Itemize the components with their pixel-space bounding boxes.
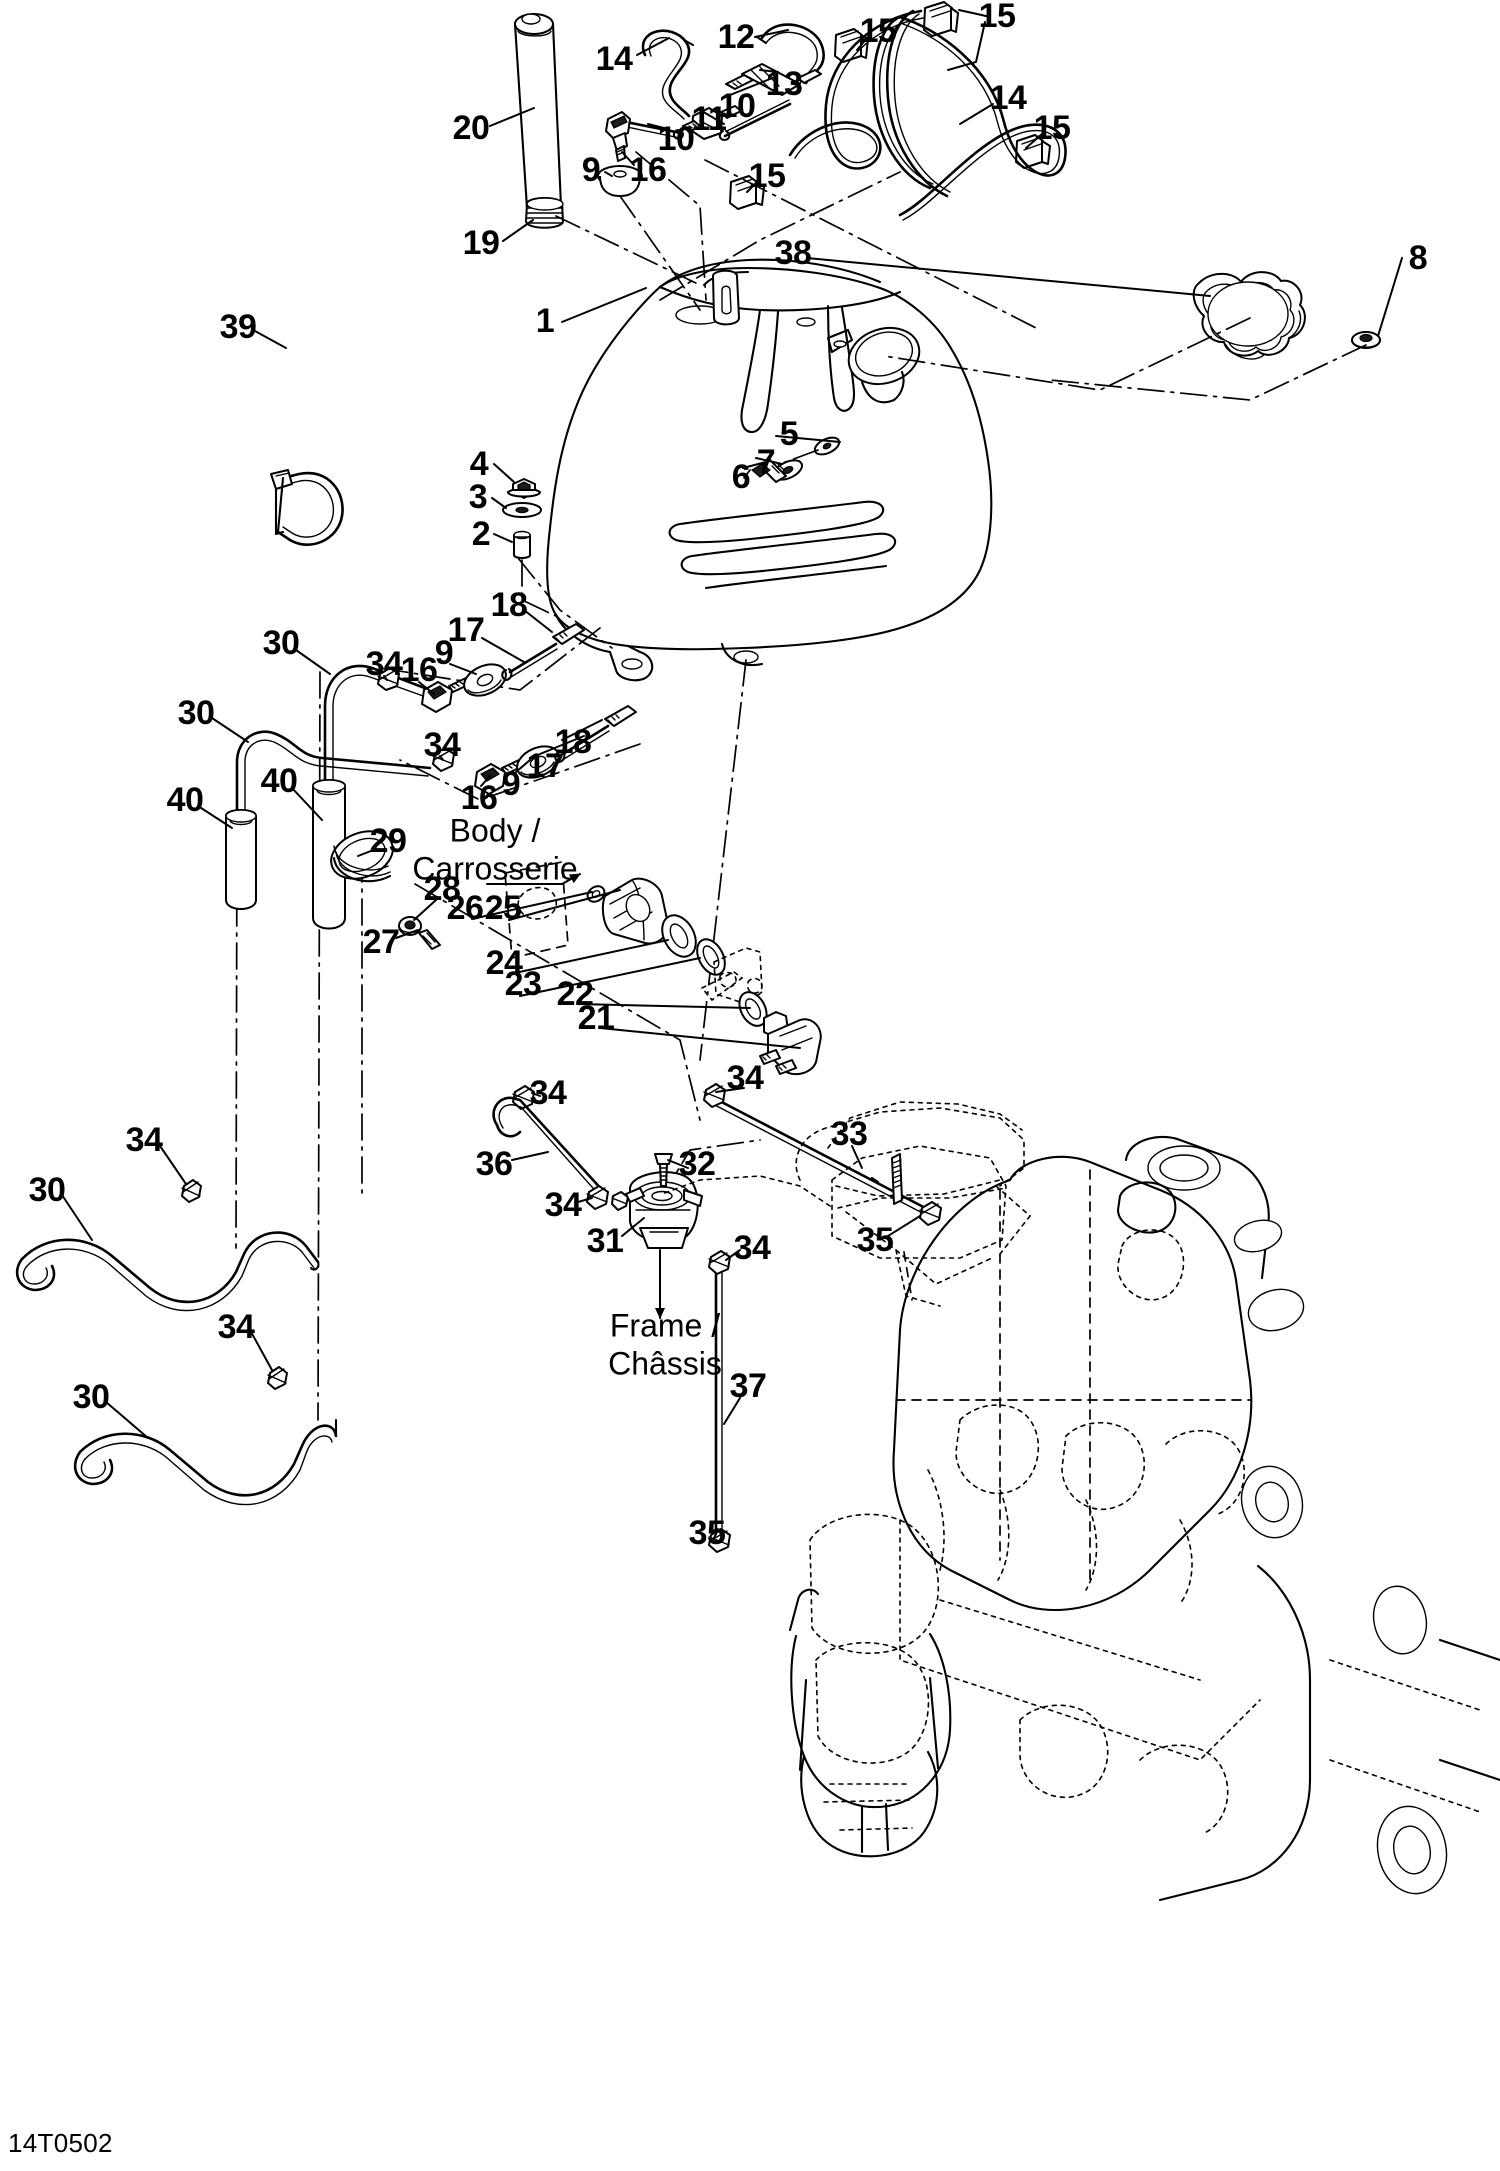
part-18-connector-upper [552,623,585,645]
part-34-clamp-pump-in [611,1191,629,1211]
part-35-clamp-37-bottom [708,1528,731,1553]
part-27-screw [418,929,441,950]
part-24-washer [661,914,697,958]
part-9-grommet-top [597,165,643,197]
part-14-vent-line-right [788,9,1067,221]
part-18-connector-lower [604,705,637,727]
part-30-long-line-upper [15,1231,320,1312]
part-3-flat-washer [502,502,542,518]
part-36-fuel-line [492,1096,606,1197]
part-19-filler-collar [525,197,564,229]
part-14-vent-line-left [641,29,695,120]
part-15-clip-c [1015,134,1051,169]
part-16-elbow-lower [474,759,524,795]
part-20-filler-neck [513,13,563,216]
tank-support-phantom [827,1101,1023,1149]
part-34-clamp-long-lower [267,1366,288,1390]
part-35-clamp-33-right [919,1201,942,1226]
part-8-nut [1351,331,1381,349]
part-9-grommet-upper [463,663,507,697]
part-4-flange-nut [507,478,541,499]
part-17-hose-lower [554,724,610,764]
part-34-clamp-37-top [708,1250,731,1275]
part-38-fuel-cap [1192,271,1306,360]
carburetor-phantom [788,1513,952,1858]
part-32-screw [654,1153,673,1187]
sheet-id: 14T0502 [8,2128,113,2158]
tank-tunnel-phantom [795,1107,1032,1307]
part-39-retaining-clip [270,469,344,546]
part-15-clip-d [729,175,765,210]
assembly-centerlines [235,151,1367,1421]
part-22-oring [738,991,768,1027]
part-10-vent-hose-lower [624,120,684,141]
part-17-hose-upper [501,642,558,682]
part-1-fuel-tank [546,258,993,682]
part-34-clamp-long-upper [181,1179,202,1203]
part-40-filter-lower [225,809,257,910]
part-2-spacer [513,530,531,559]
part-34-clamp-valve [512,1085,535,1110]
note-body: Body / Carrosserie [412,812,578,886]
part-21-fuel-valve [759,1011,822,1076]
part-40-filter-upper [312,779,346,930]
note-arrows [486,873,665,1319]
note-frame: Frame / Châssis [608,1307,722,1381]
tank-tray-phantom [831,1145,1007,1259]
part-5-washer [813,436,841,456]
body-panel-outline [504,860,569,960]
tank-filler-boss [826,327,921,404]
part-16-elbow-fitting [605,111,631,162]
part-11-tee-fitting [682,105,742,140]
part-30-long-line-lower [73,1418,338,1506]
part-34-clamp-36-end [586,1185,609,1210]
part-31-fuel-pump [625,1171,703,1249]
leader-lines [61,9,1403,1539]
part-15-clip-b [923,1,959,37]
engine-assembly-phantom [892,1135,1500,1902]
part-34-clamp-33-left [703,1083,726,1108]
part-16-elbow-upper [421,677,471,713]
part-25-valve-knob [601,877,670,945]
part-34-clamp-upper [377,667,400,691]
part-10-vent-hose-upper [718,99,792,142]
